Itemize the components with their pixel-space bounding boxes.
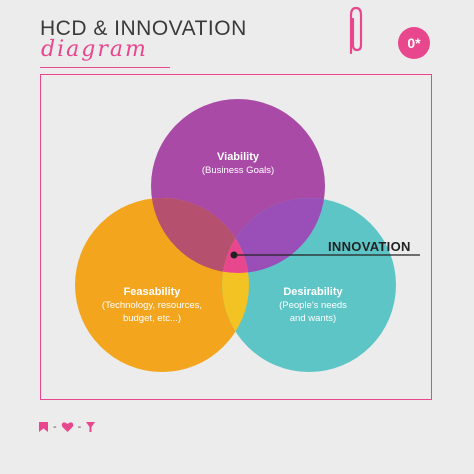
page-title: HCD & INNOVATION [40,17,247,40]
footer-icons: - - [38,420,96,434]
innovation-label: INNOVATION [328,239,411,254]
filter-icon[interactable] [85,421,96,433]
subtitle-underline [40,67,170,68]
badge: 0* [398,27,430,59]
desirability-desc-line-2: and wants) [289,313,337,324]
footer-separator: - [53,421,57,433]
feasability-desc-line-2: budget, etc...) [122,313,182,324]
viability-desc: (Business Goals) [201,165,275,176]
diagram-frame [40,74,432,400]
feasability-desc-line-1: (Technology, resources, [101,300,203,311]
feasability-label: Feasability (Technology, resources, budg… [92,285,212,325]
feasability-name: Feasability [123,286,181,298]
footer-separator: - [77,421,82,433]
desirability-name: Desirability [283,286,343,298]
viability-label: Viability (Business Goals) [188,150,288,177]
bookmark-icon[interactable] [38,421,49,433]
desirability-desc-line-1: (People's needs [279,300,347,311]
innovation-pointer-dot [230,251,238,259]
overlap-viability-desirability [222,198,325,273]
viability-name: Viability [217,151,259,163]
paperclip-icon [349,6,363,55]
heart-icon[interactable] [61,421,74,433]
page-subtitle: diagram [41,37,148,62]
overlap-viability-feasability [151,198,249,273]
desirability-label: Desirability (People's needs and wants) [263,285,363,325]
